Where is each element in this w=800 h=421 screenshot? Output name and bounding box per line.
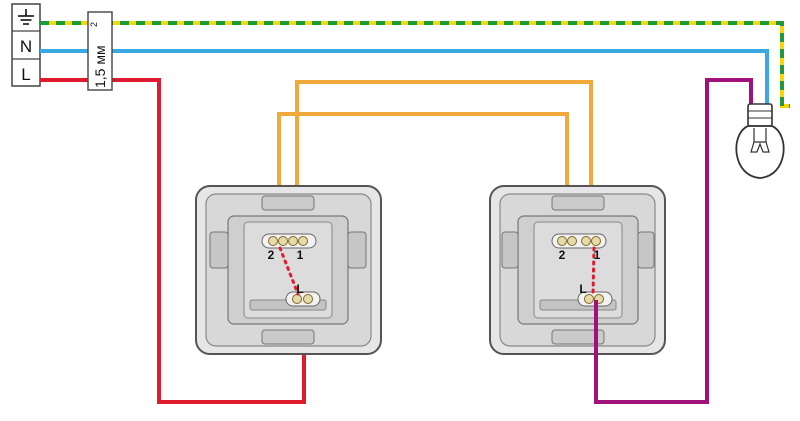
- earth-icon: [18, 9, 34, 25]
- earth-wire: [40, 21, 790, 108]
- neutral-wire: [40, 49, 769, 108]
- switch-2-terminal-2-label: 2: [559, 248, 566, 262]
- traveler-wire-1: [295, 80, 593, 242]
- switch-2-terminal-1-label: 1: [594, 248, 601, 262]
- switch-1-terminal-l-label: L: [296, 282, 303, 296]
- switch-1-terminal-2-label: 2: [268, 248, 275, 262]
- cable-section-label: 1,5 мм 2: [87, 11, 113, 91]
- screw-terminal: [551, 233, 613, 307]
- switch-2: 2 1 L: [489, 185, 666, 355]
- screw-terminal: [261, 233, 321, 307]
- cable-cross-section-superscript: 2: [89, 22, 99, 27]
- line-wire: [40, 78, 306, 404]
- line-label: L: [21, 65, 30, 84]
- switch-1: 2 1 L: [195, 185, 382, 355]
- terminal-block: N L: [11, 3, 41, 87]
- neutral-label: N: [20, 37, 32, 56]
- switch-contact: [278, 246, 300, 296]
- terminal-block-frame: [11, 3, 41, 87]
- traveler-wire-2: [277, 112, 569, 242]
- switch-contact: [591, 246, 596, 296]
- cable-cross-section: 1,5 мм: [92, 45, 108, 88]
- lamp-wire: [594, 78, 753, 404]
- switch-1-terminal-1-label: 1: [297, 248, 304, 262]
- switch-2-terminal-l-label: L: [579, 282, 586, 296]
- lamp-icon: [735, 103, 785, 179]
